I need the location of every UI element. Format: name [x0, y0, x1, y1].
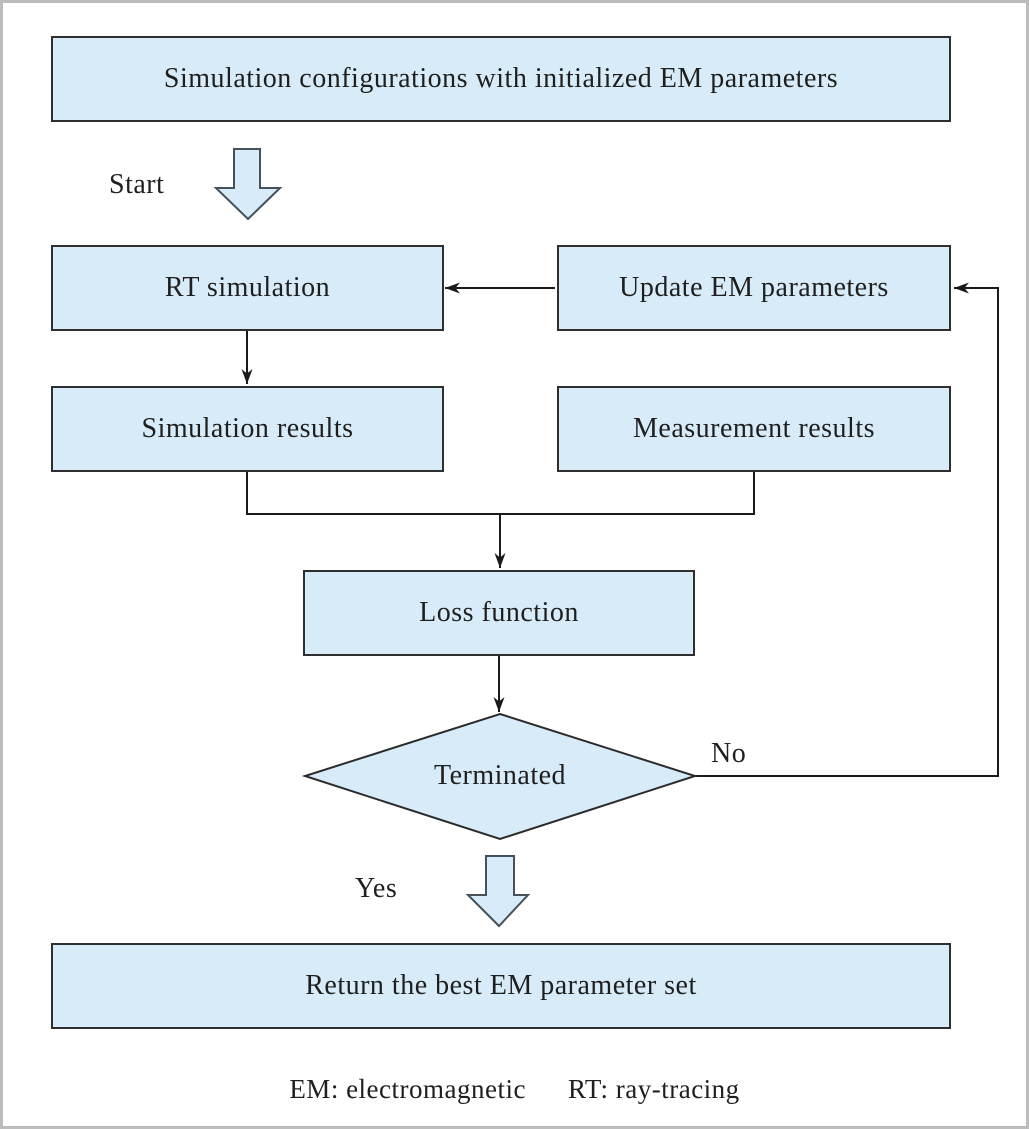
legend-em: EM: electromagnetic [289, 1074, 526, 1104]
decision-terminated-label: Terminated [433, 760, 567, 791]
node-loss-function: Loss function [303, 570, 695, 656]
edge-results-join [246, 472, 755, 515]
legend-rt: RT: ray-tracing [567, 1074, 740, 1104]
node-update-em-parameters: Update EM parameters [557, 245, 951, 331]
yes-label: Yes [355, 873, 398, 904]
start-label: Start [109, 169, 165, 200]
flowchart-connectors [213, 148, 999, 928]
start-block-arrow-icon [213, 148, 283, 221]
no-label: No [711, 738, 747, 769]
edge-no-feedback [695, 282, 999, 777]
decision-terminated-shape [301, 712, 699, 841]
node-return-best: Return the best EM parameter set [51, 943, 951, 1029]
node-simulation-config: Simulation configurations with initializ… [51, 36, 951, 122]
node-simulation-results: Simulation results [51, 386, 444, 472]
legend: EM: electromagnetic RT: ray-tracing [3, 1074, 1026, 1105]
node-measurement-results: Measurement results [557, 386, 951, 472]
node-rt-simulation: RT simulation [51, 245, 444, 331]
yes-block-arrow-icon [465, 855, 531, 928]
